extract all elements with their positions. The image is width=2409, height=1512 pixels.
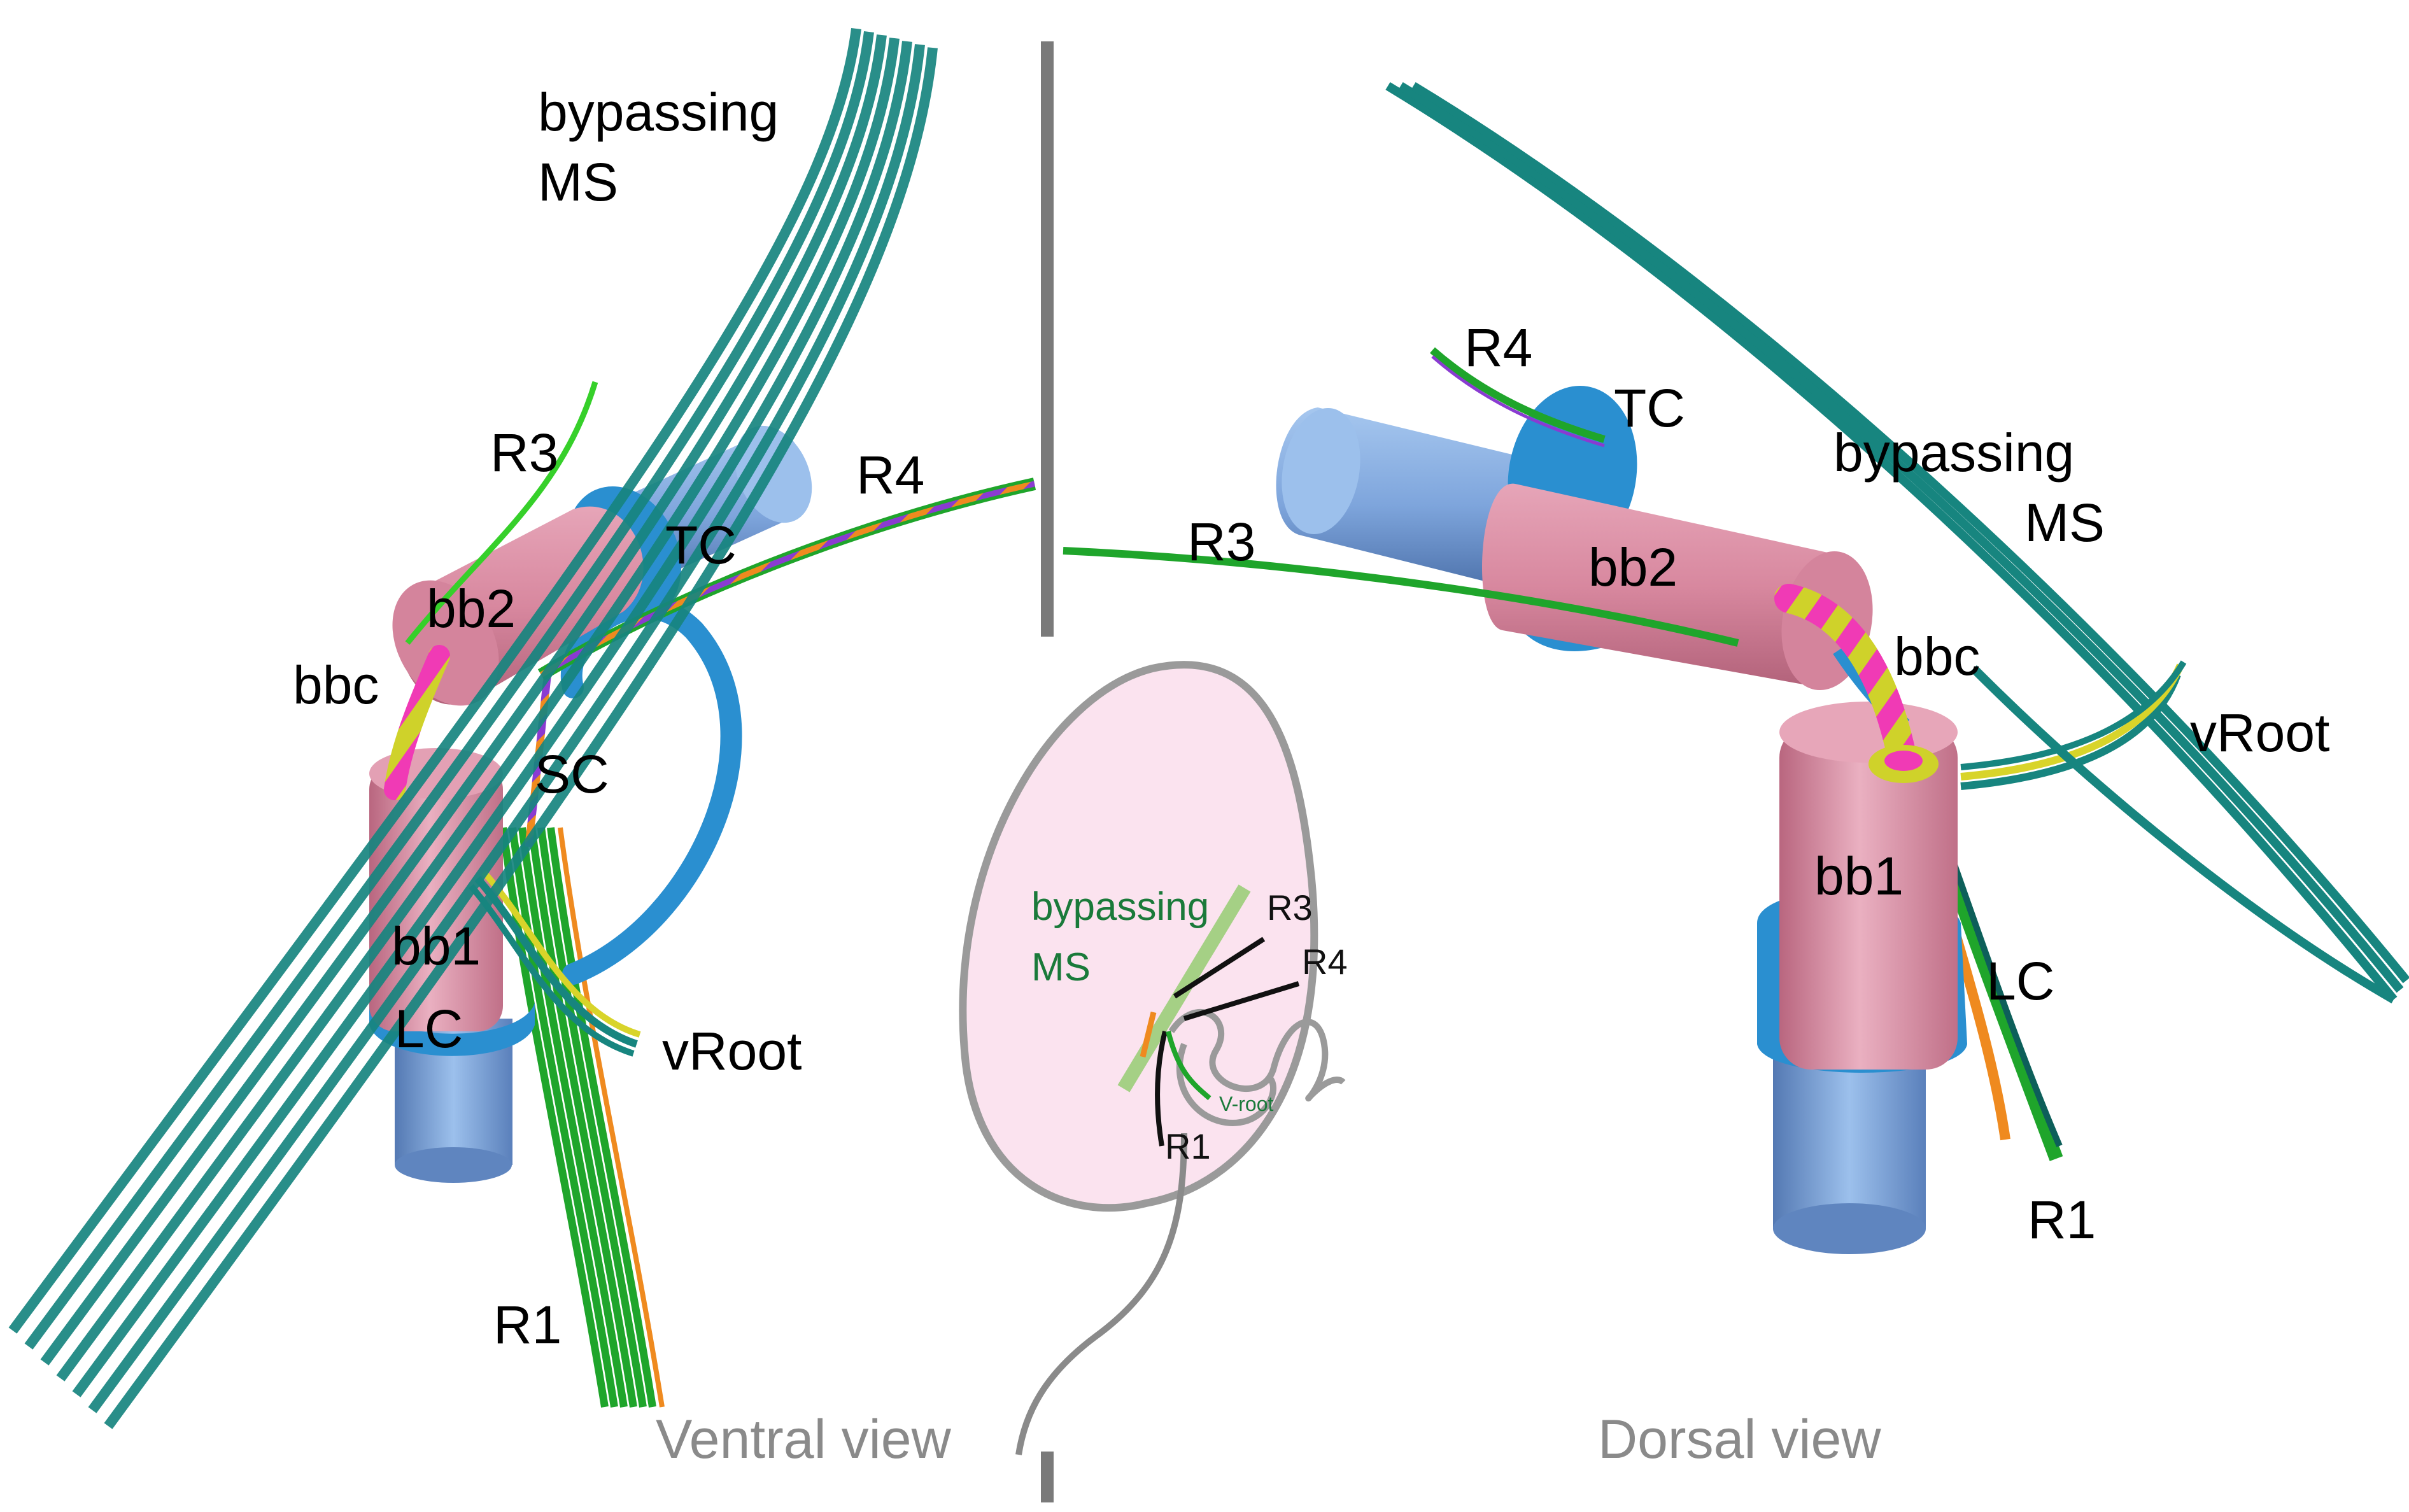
inset-label-bypassing-line2: MS	[1031, 945, 1091, 989]
dorsal-label-bbc: bbc	[1894, 626, 1980, 686]
ventral-label-bbc: bbc	[293, 655, 379, 715]
ventral-label-bypassing-line1: bypassing	[538, 82, 779, 142]
ventral-label-r4: R4	[856, 445, 924, 505]
ventral-r3-fiber	[405, 381, 598, 645]
dorsal-r3-fiber	[1063, 547, 1739, 647]
inset-orange-mark	[1140, 1011, 1157, 1058]
dorsal-label-bypassing-line1: bypassing	[1833, 423, 2074, 483]
ventral-lc-cylinder	[369, 1003, 535, 1183]
inset-body-outline	[959, 661, 1318, 1212]
dorsal-label-lc: LC	[1986, 951, 2054, 1011]
inset-overview: bypassing MS R3 R4 R1 V-root	[959, 661, 1348, 1455]
inset-label-r4: R4	[1302, 942, 1348, 982]
ventral-label-lc: LC	[395, 999, 463, 1059]
dorsal-label-r3: R3	[1187, 512, 1255, 572]
ventral-bypassing-ms-bundle	[8, 27, 938, 1429]
dorsal-bypassing-ms-front	[1970, 665, 2396, 1004]
ventral-view: bypassing MS R3 R4 TC bb2 bbc SC bb1 LC …	[8, 27, 1036, 1470]
dorsal-vroot-bundle	[1960, 660, 2187, 790]
ventral-label-bb1: bb1	[392, 916, 481, 976]
dorsal-view-caption: Dorsal view	[1598, 1409, 1881, 1470]
dorsal-view: R4 TC bypassing MS R3 bb2 bbc vRoot bb1 …	[1063, 82, 2409, 1470]
inset-label-bypassing-line1: bypassing	[1031, 885, 1209, 929]
dorsal-bypassing-ms-bundle	[1385, 82, 2409, 1003]
ventral-sc-loop	[561, 597, 742, 985]
dorsal-label-r1: R1	[2028, 1190, 2096, 1250]
inset-r4-line	[1183, 981, 1300, 1021]
ventral-label-bypassing-line2: MS	[538, 152, 618, 212]
inset-r1-line	[1155, 1031, 1168, 1147]
ventral-label-r1: R1	[493, 1295, 562, 1355]
dorsal-label-bypassing-line2: MS	[2024, 493, 2105, 553]
inset-r3-line	[1173, 936, 1266, 999]
ventral-label-vroot: vRoot	[662, 1021, 802, 1081]
ventral-bbc-connector	[384, 645, 450, 800]
dorsal-label-r4: R4	[1464, 318, 1532, 378]
dorsal-label-bb2: bb2	[1588, 537, 1678, 597]
inset-label-r3: R3	[1267, 887, 1313, 928]
ventral-label-r3: R3	[490, 423, 558, 483]
dorsal-r4-fiber	[1430, 347, 1606, 448]
ventral-label-sc: SC	[535, 744, 609, 804]
dorsal-label-vroot: vRoot	[2190, 703, 2329, 763]
dorsal-label-tc: TC	[1614, 378, 1685, 438]
inset-vroot-line	[1166, 1031, 1212, 1101]
ventral-label-bb2: bb2	[427, 579, 516, 639]
inset-tail	[1015, 1133, 1187, 1455]
inset-label-r1: R1	[1165, 1126, 1211, 1166]
dorsal-bbc-connector	[1774, 584, 1918, 779]
inset-label-vroot: V-root	[1219, 1092, 1273, 1115]
dorsal-bb2-cylinder	[1481, 483, 1873, 691]
ventral-vroot-bundle	[469, 870, 641, 1057]
inset-gut-loops	[1168, 1009, 1346, 1126]
ventral-view-caption: Ventral view	[656, 1409, 952, 1470]
ventral-label-tc: TC	[665, 515, 737, 575]
dorsal-label-bb1: bb1	[1814, 846, 1904, 906]
